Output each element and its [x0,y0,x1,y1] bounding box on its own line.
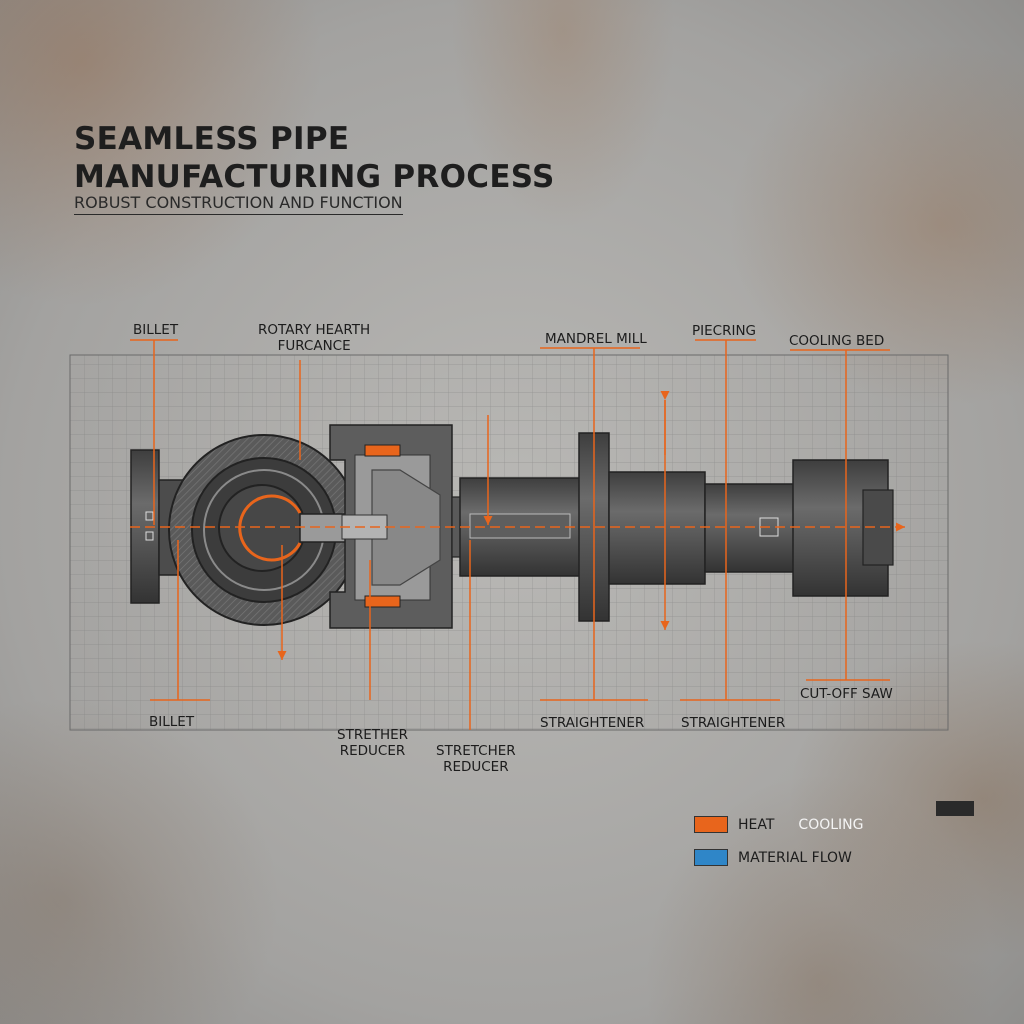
label-stretcher-reducer: STRETCHER REDUCER [436,743,516,775]
label-straightener-2: STRAIGHTENER [681,715,786,731]
legend-material-flow: MATERIAL FLOW [694,849,852,866]
legend-heat-label: HEAT [738,816,775,833]
label-stretcher-line-1: STRETCHER [436,743,516,759]
label-cooling-bed: COOLING BED [789,333,885,349]
legend-heat-swatch [694,816,728,833]
legend-cooling-label: COOLING [798,816,864,833]
straightener-shaft [704,483,799,573]
label-piecring: PIECRING [692,323,756,339]
label-stretcher-line-2: REDUCER [443,759,509,775]
legend-heat-cooling: HEAT COOLING [694,816,864,833]
title-line-2: MANUFACTURING PROCESS [74,159,555,195]
label-strether-line-1: STRETHER [337,727,409,743]
title-line-1: SEAMLESS PIPE [74,121,350,157]
label-cut-off-saw: CUT-OFF SAW [800,686,893,702]
label-rotary-line-2: FURCANCE [277,338,351,354]
label-strether-reducer: STRETHER REDUCER [337,727,408,759]
legend-material-flow-label: MATERIAL FLOW [738,849,852,866]
label-strether-line-2: REDUCER [339,743,406,759]
corner-tab [936,801,974,816]
legend-material-flow-swatch [694,849,728,866]
label-rotary-line-1: ROTARY HEARTH [258,322,371,338]
label-mandrel-mill: MANDREL MILL [545,331,647,347]
label-straightener-1: STRAIGHTENER [540,715,645,731]
leader-lines [130,339,890,730]
label-billet-bottom: BILLET [149,714,195,730]
cooling-bed-unit [792,459,894,597]
label-billet-top: BILLET [133,322,179,338]
mandrel-mill-cylinder [608,471,706,585]
diagram-title: SEAMLESS PIPE MANUFACTURING PROCESS [74,120,555,196]
label-rotary-hearth-furnace: ROTARY HEARTH FURCANCE [258,322,370,354]
diagram-subtitle: ROBUST CONSTRUCTION AND FUNCTION [74,193,403,215]
